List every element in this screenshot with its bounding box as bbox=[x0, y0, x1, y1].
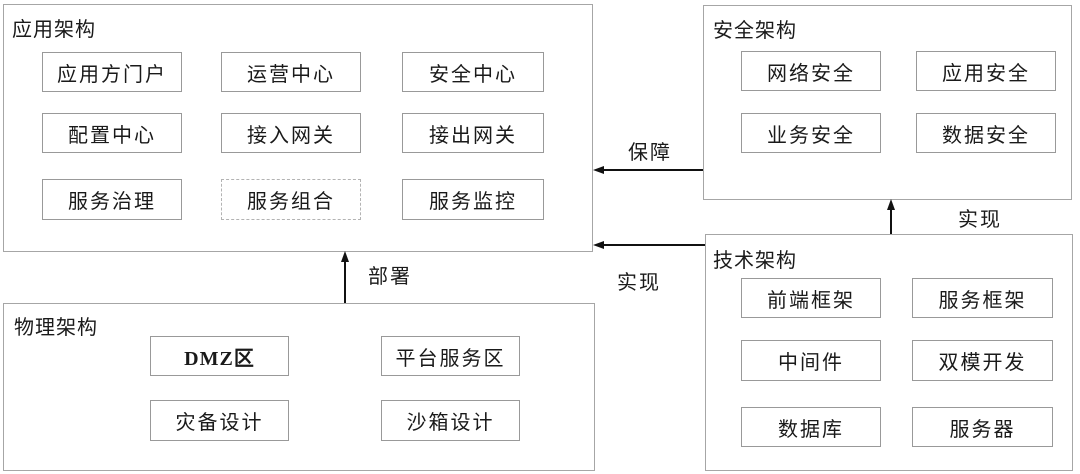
node-sandbox-design: 沙箱设计 bbox=[381, 400, 520, 441]
arrow-deploy-line bbox=[344, 260, 346, 303]
node-service-monitoring: 服务监控 bbox=[402, 179, 544, 220]
arrow-label-realize-security: 实现 bbox=[958, 209, 1002, 231]
node-dmz-zone: DMZ区 bbox=[150, 336, 289, 376]
node-server: 服务器 bbox=[912, 407, 1053, 447]
group-title-technology: 技术架构 bbox=[713, 250, 797, 272]
node-disaster-recovery-design: 灾备设计 bbox=[150, 400, 289, 441]
group-application-architecture: 应用架构 应用方门户 运营中心 安全中心 配置中心 接入网关 接出网关 服务治理… bbox=[3, 4, 593, 252]
node-frontend-framework: 前端框架 bbox=[741, 278, 881, 318]
arrow-realize-security-head-icon bbox=[887, 199, 895, 210]
node-platform-service-zone: 平台服务区 bbox=[381, 336, 520, 376]
node-application-security: 应用安全 bbox=[916, 51, 1056, 91]
arrow-label-realize-app: 实现 bbox=[617, 272, 661, 294]
node-middleware: 中间件 bbox=[741, 340, 881, 381]
node-app-portal: 应用方门户 bbox=[42, 52, 182, 92]
node-operation-center: 运营中心 bbox=[221, 52, 361, 92]
node-config-center: 配置中心 bbox=[42, 113, 182, 153]
node-inbound-gateway: 接入网关 bbox=[221, 113, 361, 153]
arrow-label-deploy: 部署 bbox=[368, 266, 412, 288]
node-business-security: 业务安全 bbox=[741, 113, 881, 153]
node-database: 数据库 bbox=[741, 407, 881, 447]
arrow-realize-security-line bbox=[890, 208, 892, 234]
node-service-composition: 服务组合 bbox=[221, 179, 361, 220]
group-title-security: 安全架构 bbox=[713, 20, 797, 42]
node-service-governance: 服务治理 bbox=[42, 179, 182, 220]
arrow-label-guarantee: 保障 bbox=[628, 142, 672, 164]
node-service-framework: 服务框架 bbox=[912, 278, 1053, 318]
group-title-application: 应用架构 bbox=[12, 19, 96, 41]
node-data-security: 数据安全 bbox=[916, 113, 1056, 153]
node-security-center: 安全中心 bbox=[402, 52, 544, 92]
arrow-guarantee-head-icon bbox=[593, 166, 604, 174]
group-technology-architecture: 技术架构 前端框架 服务框架 中间件 双模开发 数据库 服务器 bbox=[705, 234, 1073, 471]
group-security-architecture: 安全架构 网络安全 应用安全 业务安全 数据安全 bbox=[703, 5, 1072, 200]
node-outbound-gateway: 接出网关 bbox=[402, 113, 544, 153]
arrow-guarantee-line bbox=[602, 169, 703, 171]
group-title-physical: 物理架构 bbox=[14, 317, 98, 339]
node-network-security: 网络安全 bbox=[741, 51, 881, 91]
arrow-realize-app-head-icon bbox=[593, 241, 604, 249]
group-physical-architecture: 物理架构 DMZ区 平台服务区 灾备设计 沙箱设计 bbox=[3, 303, 595, 471]
node-dual-mode-development: 双模开发 bbox=[912, 340, 1053, 381]
arrow-realize-app-line bbox=[602, 244, 705, 246]
arrow-deploy-head-icon bbox=[341, 251, 349, 262]
